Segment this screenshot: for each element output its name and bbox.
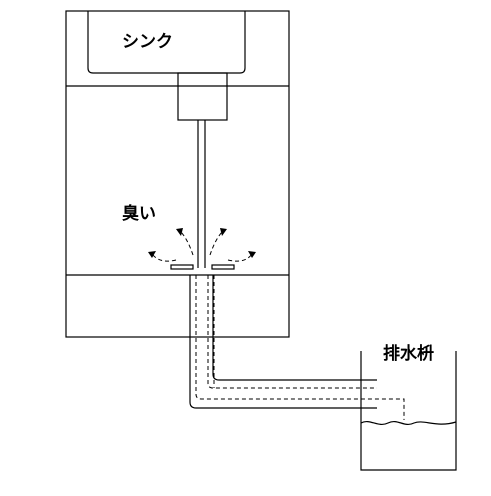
smell-label: 臭い [122,204,156,224]
smell-arrow-left-low [151,253,177,262]
smell-arrow-left-high [180,231,194,256]
floor-gap-left [170,264,194,270]
sink-cabinet [65,10,290,338]
arrow-head-left-low [148,251,156,258]
arrow-head-right-high [220,228,227,236]
pipe-dash-inner [207,275,377,389]
drain-basin [360,351,457,471]
floor-gap-right [211,264,235,270]
drain-basin-label: 排水枡 [383,344,434,364]
drain-trap [177,72,228,121]
arrow-head-right-low [248,251,256,258]
sink-label: シンク [122,32,173,52]
hose-inner [212,275,377,381]
smell-arrow-right-high [209,231,223,256]
smell-arrow-right-low [227,253,253,262]
arrow-head-left-high [176,228,183,236]
hose-outer [189,275,377,409]
sink-basin [87,11,246,74]
pipe-dash-outer [195,275,405,420]
water-surface [360,420,457,426]
